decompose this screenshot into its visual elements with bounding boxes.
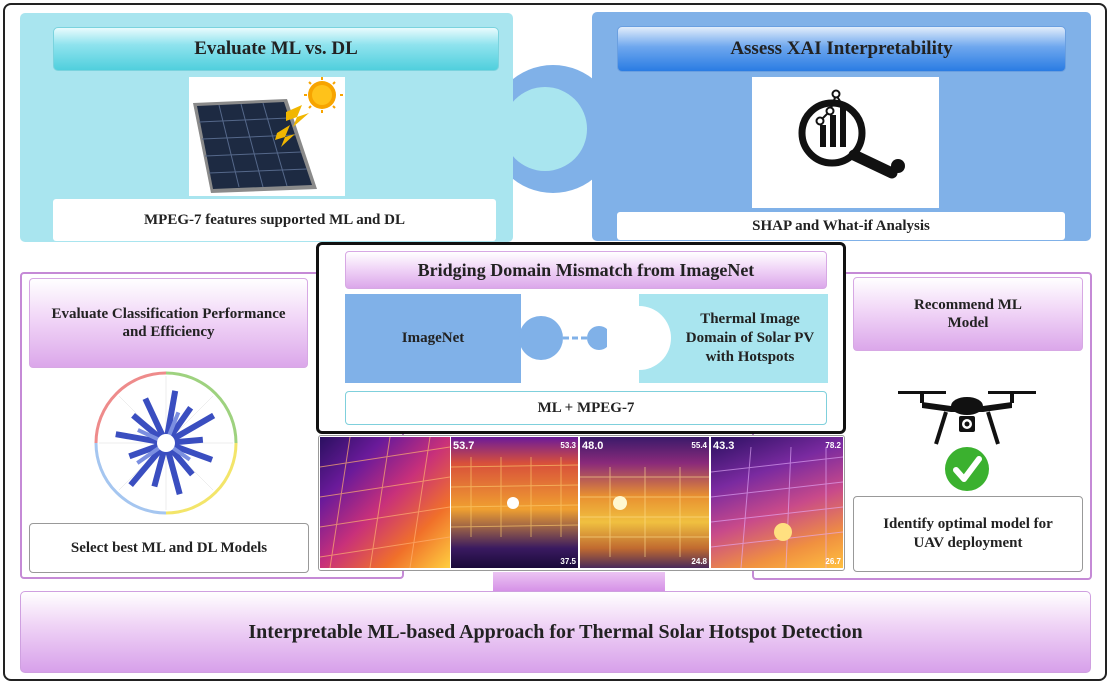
ml-mpeg7-box: ML + MPEG-7 — [345, 391, 827, 425]
recommend-header: Recommend ML Model — [853, 277, 1083, 351]
imagenet-piece: ImageNet — [401, 330, 465, 346]
thermal-3-scale-bottom: 24.8 — [691, 557, 707, 566]
thermal-image-2: 53.7 53.3 37.5 — [451, 437, 578, 568]
xai-icon-box — [752, 77, 939, 208]
thermal-4-scale-bottom: 26.7 — [825, 557, 841, 566]
classification-header: Evaluate Classification Performance and … — [29, 278, 308, 368]
thermal-domain-piece: Thermal Image Domain of Solar PV with Ho… — [685, 311, 815, 365]
thermal-grid-4 — [711, 446, 843, 568]
solar-panel-sun-icon — [193, 77, 343, 193]
banner-connector — [493, 572, 665, 592]
outer-frame — [3, 3, 1107, 681]
thermal-grid-3 — [580, 467, 709, 557]
radial-bar-chart-icon — [94, 371, 238, 515]
magnifier-chart-icon — [798, 89, 905, 179]
thermal-3-temp: 48.0 — [582, 440, 604, 452]
thermal-image-3: 48.0 55.4 24.8 — [580, 437, 709, 568]
assess-xai-header: Assess XAI Interpretability — [617, 26, 1066, 72]
thermal-2-scale-top: 53.3 — [560, 441, 576, 450]
thermal-grid-2 — [451, 457, 578, 537]
drone-icon — [898, 391, 1036, 445]
thermal-3-scale-top: 55.4 — [691, 441, 707, 450]
domain-puzzle — [345, 294, 828, 383]
thermal-4-temp: 43.3 — [713, 440, 735, 452]
thermal-2-temp: 53.7 — [453, 440, 475, 452]
puzzle-connector — [503, 64, 603, 194]
solar-panel-image — [189, 77, 345, 196]
checkmark-icon — [945, 447, 989, 491]
thermal-4-scale-top: 78.2 — [825, 441, 841, 450]
uav-caption: Identify optimal model for UAV deploymen… — [853, 496, 1083, 572]
thermal-image-4: 43.3 78.2 26.7 — [711, 437, 843, 568]
shap-caption: SHAP and What-if Analysis — [617, 212, 1065, 240]
domain-mismatch-header: Bridging Domain Mismatch from ImageNet — [345, 251, 827, 289]
main-banner: Interpretable ML-based Approach for Ther… — [20, 591, 1091, 673]
thermal-image-1 — [320, 437, 450, 568]
evaluate-ml-dl-header: Evaluate ML vs. DL — [53, 27, 499, 71]
thermal-2-scale-bottom: 37.5 — [560, 557, 576, 566]
thermal-grid-1 — [320, 437, 450, 568]
mpeg7-caption: MPEG-7 features supported ML and DL — [53, 199, 496, 241]
select-models-caption: Select best ML and DL Models — [29, 523, 309, 573]
